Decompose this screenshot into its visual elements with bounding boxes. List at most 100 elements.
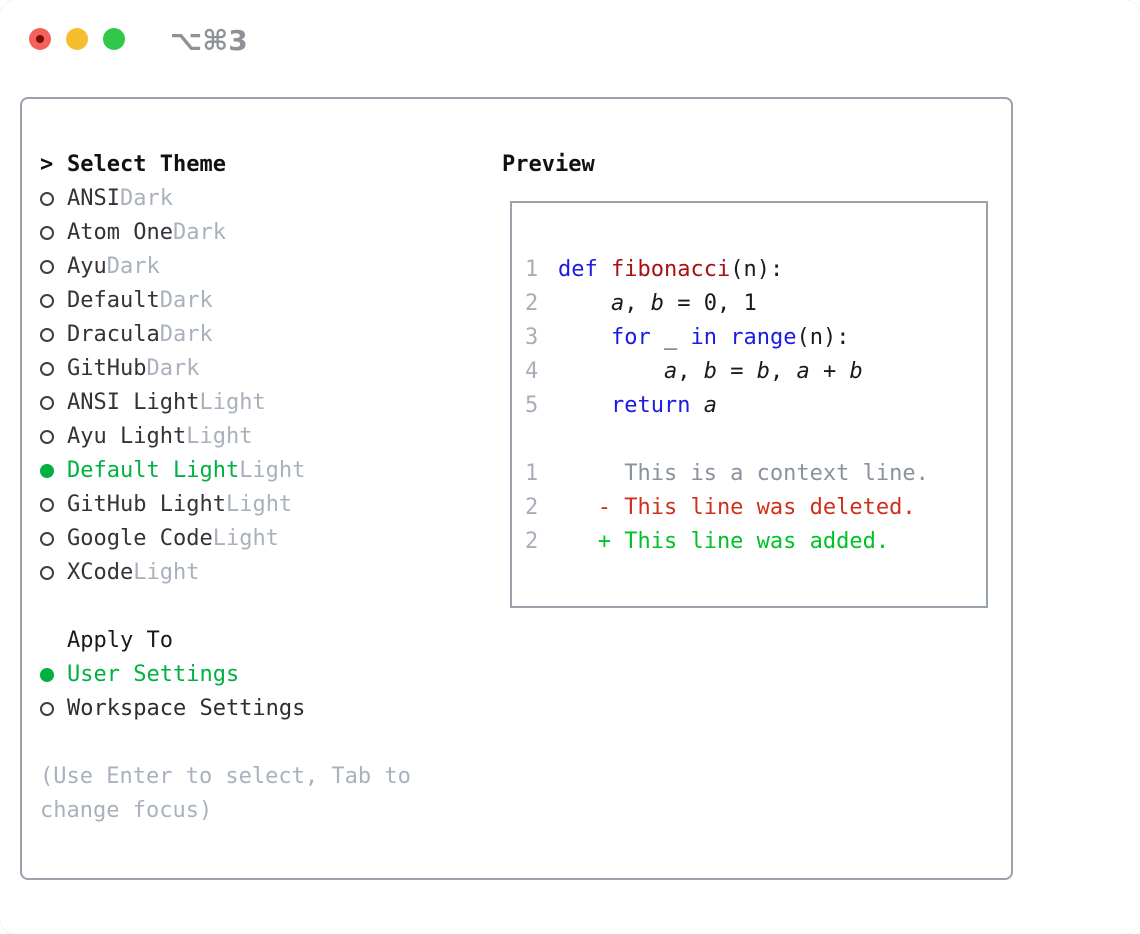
line-number: 2 — [525, 529, 539, 554]
apply-to-header-row: Apply To — [40, 624, 476, 658]
line-number — [525, 423, 558, 457]
theme-variant: Light — [212, 526, 279, 551]
theme-variant: Light — [239, 458, 306, 483]
code-segment: a — [663, 359, 678, 384]
theme-name: Atom One — [67, 220, 173, 245]
code-segment: (n): — [730, 257, 784, 282]
theme-option[interactable]: GitHub Dark — [40, 352, 476, 386]
hint-text: (Use Enter to select, Tab to change focu… — [40, 764, 411, 823]
radio-marker — [40, 328, 67, 342]
radio-marker — [40, 260, 67, 274]
theme-option[interactable]: Ayu Dark — [40, 250, 476, 284]
code-line: 2 - This line was deleted. — [525, 491, 986, 525]
code-segment: + — [809, 359, 850, 384]
theme-option[interactable]: ANSI Dark — [40, 182, 476, 216]
code-segment — [558, 355, 664, 389]
code-segment — [558, 389, 611, 423]
code-segment: def — [558, 257, 598, 282]
radio-marker — [40, 464, 67, 478]
titlebar: ⌥⌘3 — [29, 24, 248, 57]
theme-variant: Dark — [106, 254, 160, 279]
radio-marker — [40, 226, 67, 240]
theme-option[interactable]: XCode Light — [40, 556, 476, 590]
radio-marker — [40, 396, 67, 410]
radio-marker — [40, 532, 67, 546]
code-segment: b — [703, 359, 717, 384]
radio-marker — [40, 430, 67, 444]
theme-variant: Light — [186, 424, 253, 449]
theme-variant: Light — [225, 492, 293, 517]
close-button[interactable] — [29, 28, 51, 50]
radio-unselected-icon — [40, 362, 54, 376]
code-segment: in — [690, 325, 717, 350]
code-segment: , — [677, 359, 704, 384]
theme-option[interactable]: Default Light Light — [40, 454, 476, 488]
code-segment: - This line was deleted. — [558, 495, 916, 520]
theme-option[interactable]: Atom One Dark — [40, 216, 476, 250]
theme-variant: Dark — [159, 322, 213, 347]
theme-option[interactable]: Default Dark — [40, 284, 476, 318]
theme-option[interactable]: GitHub Light Light — [40, 488, 476, 522]
code-segment: + This line was added. — [558, 529, 890, 554]
code-line: 5 return a — [525, 389, 986, 423]
theme-name: GitHub — [67, 356, 147, 381]
radio-marker — [40, 702, 67, 716]
code-segment — [598, 253, 611, 287]
theme-name: XCode — [67, 560, 134, 585]
line-number: 5 — [525, 393, 539, 418]
code-segment: = — [716, 359, 757, 384]
radio-unselected-icon — [40, 294, 54, 308]
line-number: 4 — [525, 359, 539, 384]
minimize-button[interactable] — [66, 28, 88, 50]
code-segment — [690, 389, 703, 423]
theme-variant: Dark — [159, 288, 213, 313]
theme-variant: Dark — [172, 220, 226, 245]
line-number: 1 — [525, 257, 539, 282]
radio-selected-icon — [40, 668, 54, 682]
code-line: 1 This is a context line. — [525, 457, 986, 491]
radio-unselected-icon — [40, 260, 54, 274]
code-segment: a — [796, 359, 810, 384]
code-segment: b — [650, 291, 664, 316]
code-segment: _ — [650, 325, 691, 350]
zoom-button[interactable] — [103, 28, 125, 50]
radio-marker — [40, 294, 67, 308]
window-title-shortcut: ⌥⌘3 — [170, 24, 248, 57]
theme-option[interactable]: ANSI Light Light — [40, 386, 476, 420]
theme-variant: Light — [199, 390, 266, 415]
line-number: 2 — [525, 495, 539, 520]
radio-unselected-icon — [40, 702, 54, 716]
theme-name: Default Light — [67, 458, 240, 483]
theme-option[interactable]: Google Code Light — [40, 522, 476, 556]
apply-to-option[interactable]: User Settings — [40, 658, 476, 692]
radio-selected-icon — [40, 464, 54, 478]
radio-unselected-icon — [40, 498, 54, 512]
code-line: 1 def fibonacci(n): — [525, 253, 986, 287]
line-number: 2 — [525, 291, 539, 316]
code-line: 4 a, b = b, a + b — [525, 355, 986, 389]
code-segment — [558, 321, 611, 355]
select-theme-header-row: > Select Theme — [40, 148, 476, 182]
theme-name: GitHub Light — [67, 492, 226, 517]
code-line: 3 for _ in range(n): — [525, 321, 986, 355]
theme-name: ANSI — [67, 186, 120, 211]
code-segment: fibonacci — [611, 257, 731, 282]
code-segment: (n): — [796, 325, 850, 350]
theme-name: Dracula — [67, 322, 160, 347]
close-dot-icon — [36, 35, 44, 43]
theme-option[interactable]: Ayu Light Light — [40, 420, 476, 454]
radio-unselected-icon — [40, 566, 54, 580]
line-number: 3 — [525, 325, 539, 350]
theme-name: Google Code — [67, 526, 213, 551]
code-line: 2 + This line was added. — [525, 525, 986, 559]
select-theme-title: Select Theme — [67, 152, 226, 177]
apply-to-option[interactable]: Workspace Settings — [40, 692, 476, 726]
cursor-arrow-icon: > — [40, 152, 54, 177]
code-segment — [558, 287, 611, 321]
theme-option[interactable]: Dracula Dark — [40, 318, 476, 352]
radio-marker — [40, 192, 67, 206]
code-segment — [717, 321, 730, 355]
